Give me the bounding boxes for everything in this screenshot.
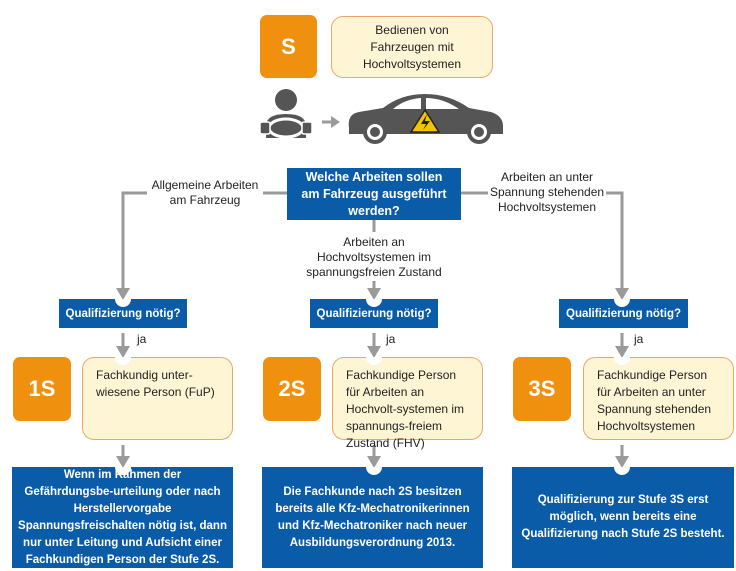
notch [366,299,382,307]
qualify-question-3: Qualifizierung nötig? [559,299,688,328]
level-badge-3s: 3S [513,357,571,421]
notch [614,357,630,365]
note-text: Die Fachkunde nach 2S besitzen bereits a… [275,485,470,549]
driver-icon [259,89,313,139]
note-box-1: Wenn im Rahmen der Gefährdungsbe-urteilu… [12,467,233,568]
operation-description-box: Bedienen von Fahrzeugen mit Hochvoltsyst… [331,16,493,78]
notch [366,357,382,365]
yes-label-2: ja [386,332,396,346]
arrow-down-icon [367,288,381,300]
arrow-down-icon [367,456,381,468]
arrow-down-icon [615,456,629,468]
branch-label-middle: Arbeiten an Hochvoltsystemen im spannung… [305,235,443,280]
arrow-down-icon [367,346,381,358]
level-badge-1s: 1S [13,357,71,421]
note-text: Wenn im Rahmen der Gefährdungsbe-urteilu… [18,468,227,566]
yes-label-1: ja [137,332,147,346]
operation-description: Bedienen von Fahrzeugen mit Hochvoltsyst… [362,22,462,71]
qualify-question-text: Qualifizierung nötig? [65,307,181,320]
qualify-question-text: Qualifizierung nötig? [316,307,432,320]
level-badge-s: S [260,15,317,78]
high-voltage-warning-icon [409,108,441,133]
arrow-down-icon [615,288,629,300]
arrow-down-icon [116,346,130,358]
arrow-down-icon [615,346,629,358]
level-description-box-1: Fachkundig unter-wiesene Person (FuP) [82,357,233,440]
arrow-down-icon [116,288,130,300]
level-badge-label: 1S [28,376,56,401]
question-text: Welche Arbeiten sollen am Fahrzeug ausge… [301,169,447,218]
qualify-question-text: Qualifizierung nötig? [566,307,681,320]
arrow-down-icon [116,456,130,468]
question-box: Welche Arbeiten sollen am Fahrzeug ausge… [287,168,461,220]
arrow-right-icon [331,116,340,128]
notch [115,299,131,307]
level-badge-2s: 2S [263,357,321,421]
note-box-3: Qualifizierung zur Stufe 3S erst möglich… [512,467,734,568]
level-description: Fachkundig unter-wiesene Person (FuP) [96,368,215,399]
notch [366,467,382,475]
yes-label-3: ja [634,332,644,346]
notch [614,299,630,307]
note-box-2: Die Fachkunde nach 2S besitzen bereits a… [262,467,483,568]
level-description-box-2: Fachkundige Person für Arbeiten an Hochv… [332,357,483,450]
level-description: Fachkundige Person für Arbeiten an unter… [597,368,712,433]
notch [614,467,630,475]
level-description: Fachkundige Person für Arbeiten an Hochv… [346,368,465,450]
level-badge-label: 3S [528,376,556,401]
notch [115,357,131,365]
branch-label-left: Allgemeine Arbeiten am Fahrzeug [147,178,263,208]
note-text: Qualifizierung zur Stufe 3S erst möglich… [521,494,725,540]
branch-label-right: Arbeiten an unter Spannung stehenden Hoc… [488,170,606,215]
car-icon [348,94,503,144]
level-badge-label: S [281,33,296,59]
notch [115,467,131,475]
level-badge-label: 2S [278,376,306,401]
level-description-box-3: Fachkundige Person für Arbeiten an unter… [583,357,734,440]
